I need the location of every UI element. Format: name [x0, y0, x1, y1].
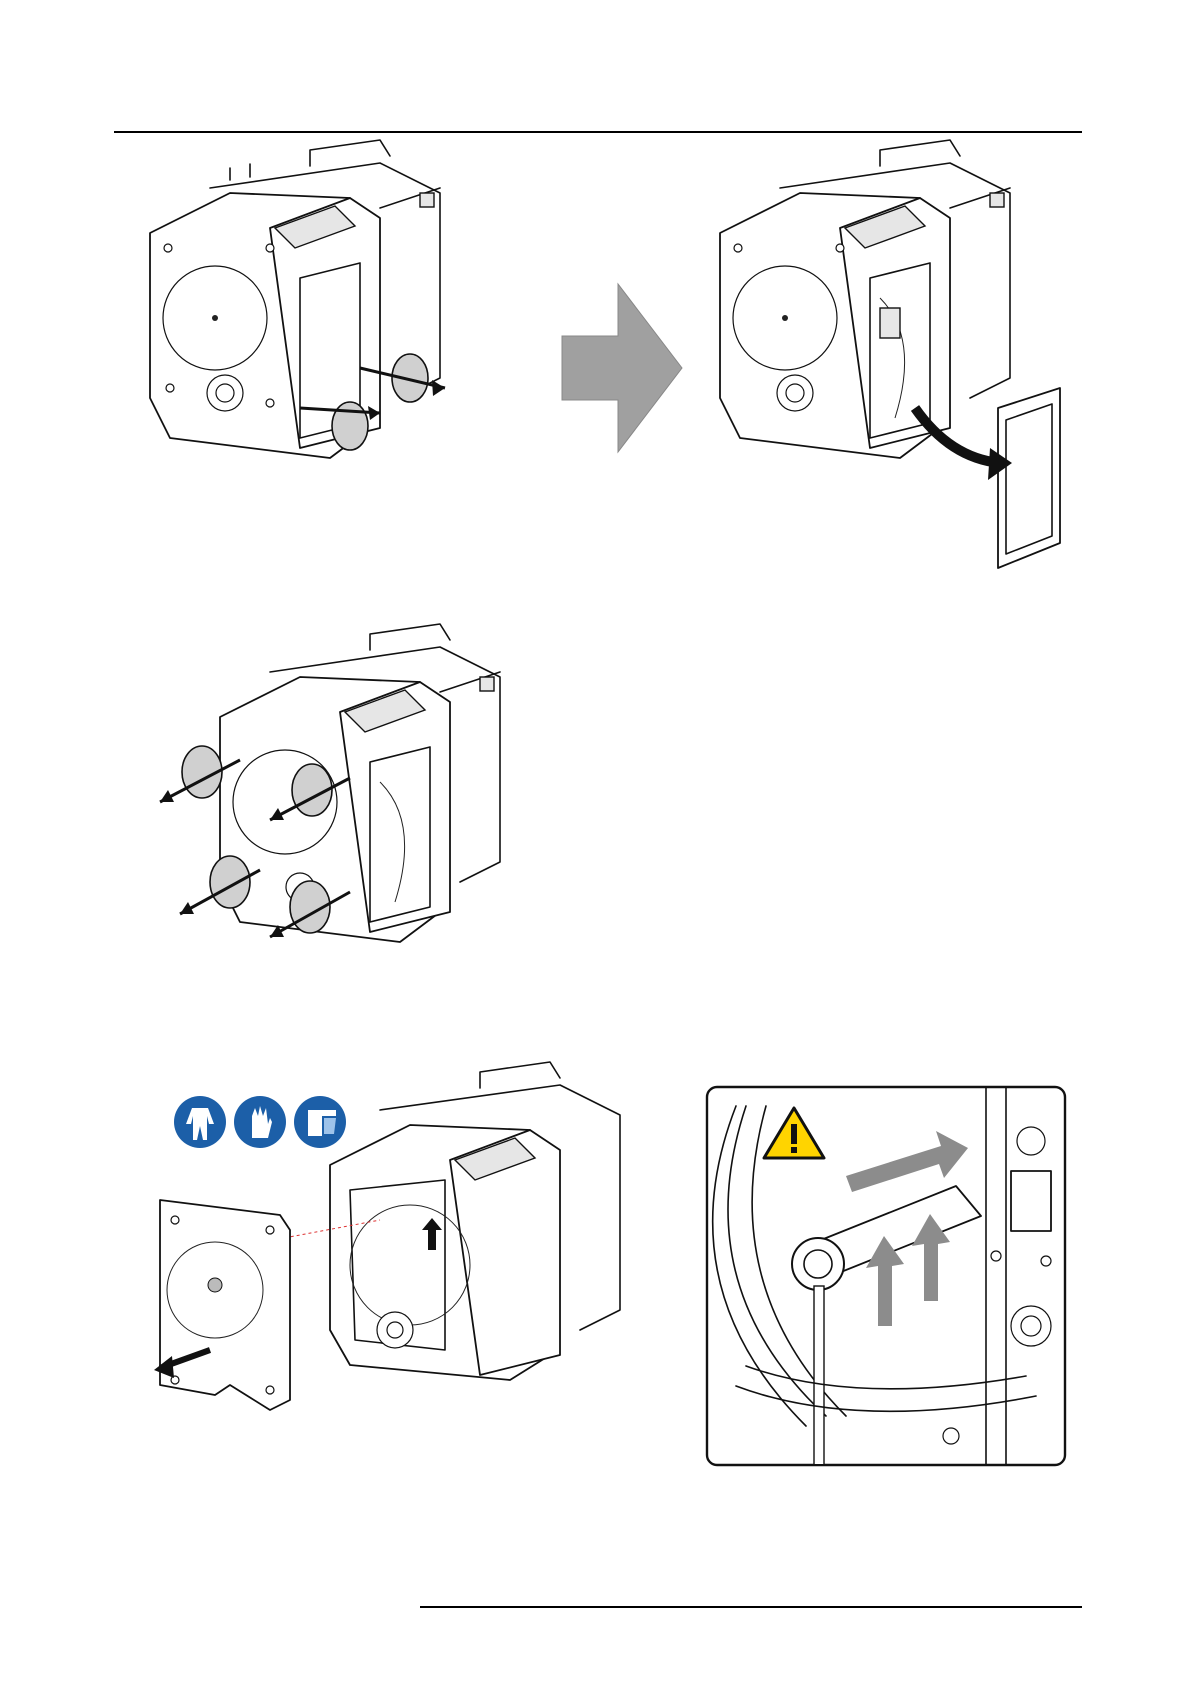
figure-unscrew-cover — [150, 158, 490, 498]
figure-unscrew-four-screws — [160, 642, 540, 982]
footer-rule — [420, 1606, 1082, 1608]
process-arrow-right-icon — [562, 284, 682, 452]
figure-remove-front-plate — [160, 1080, 640, 1420]
lamp-house-drawing-1 — [150, 158, 490, 498]
figure-remove-cover — [720, 158, 1060, 578]
lamp-house-drawing-3 — [160, 642, 540, 982]
lamp-house-drawing-4 — [160, 1080, 640, 1420]
header-rule — [114, 131, 1082, 133]
lamp-house-drawing-2 — [720, 158, 1060, 578]
lamp-detail-drawing — [706, 1086, 1066, 1466]
figure-lamp-detail — [706, 1086, 1066, 1466]
